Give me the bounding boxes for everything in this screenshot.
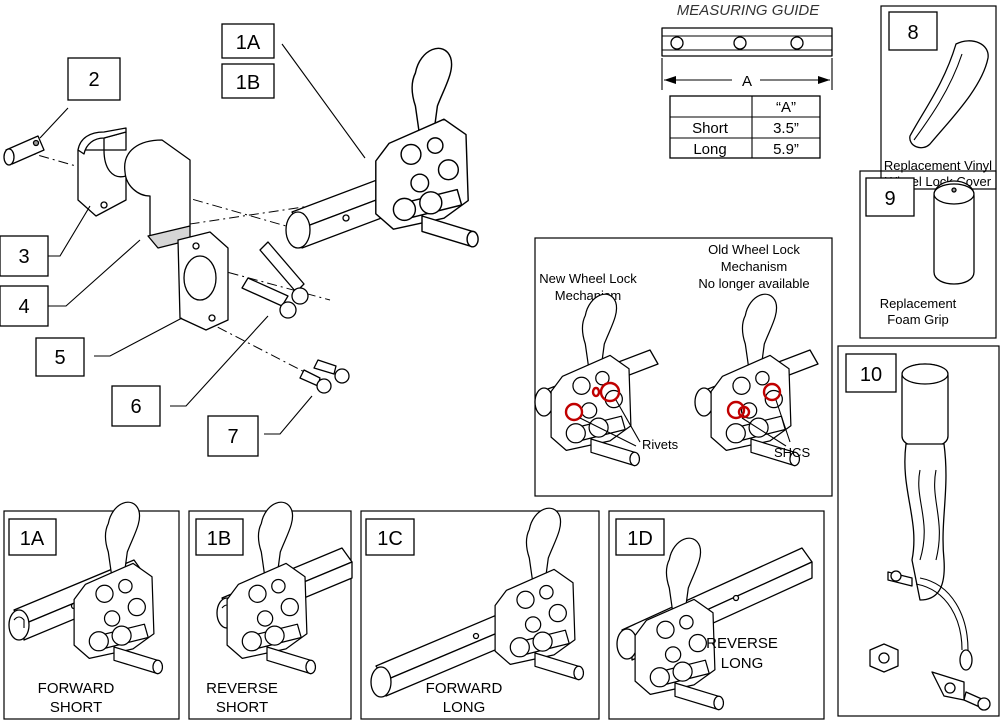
svg-text:8: 8 — [907, 22, 918, 44]
svg-text:1B: 1B — [207, 528, 231, 550]
svg-text:5.9”: 5.9” — [773, 141, 799, 158]
svg-text:2: 2 — [88, 69, 99, 91]
svg-text:1C: 1C — [377, 528, 403, 550]
callout-1B: 1B — [221, 63, 275, 99]
svg-text:Replacement: Replacement — [880, 296, 957, 311]
svg-text:Mechanism: Mechanism — [721, 259, 787, 274]
callout-7: 7 — [207, 415, 259, 457]
svg-text:FORWARD: FORWARD — [426, 680, 503, 697]
svg-text:3.5”: 3.5” — [773, 120, 799, 137]
svg-text:6: 6 — [130, 396, 141, 418]
svg-text:SHORT: SHORT — [216, 699, 268, 716]
svg-text:1B: 1B — [236, 72, 260, 94]
svg-text:1A: 1A — [236, 32, 261, 54]
exploded-view — [3, 47, 479, 394]
svg-text:Rivets: Rivets — [642, 437, 679, 452]
screws-part-7 — [299, 359, 350, 394]
measure-table: “A” Short 3.5” Long 5.9” — [669, 95, 821, 159]
svg-text:No longer available: No longer available — [698, 276, 809, 291]
old-mechanism: SHCS — [694, 293, 819, 467]
variant-panel-1B: 1B REVERSE SHORT — [188, 501, 353, 720]
svg-text:FORWARD: FORWARD — [38, 680, 115, 697]
wheel-lock-assembly-part-1 — [285, 47, 479, 249]
screws-part-6 — [241, 241, 309, 319]
callout-1A: 1A — [221, 23, 275, 59]
variant-panel-1A: 1A FORWARD SHORT — [3, 501, 180, 720]
svg-text:SHCS: SHCS — [774, 445, 810, 460]
svg-text:Long: Long — [693, 141, 726, 158]
svg-text:REVERSE: REVERSE — [206, 680, 278, 697]
callout-2: 2 — [67, 57, 121, 101]
exploded-leaders — [39, 43, 366, 435]
svg-text:MEASURING GUIDE: MEASURING GUIDE — [677, 2, 821, 19]
callout-4: 4 — [0, 285, 49, 327]
callout-6: 6 — [111, 385, 161, 427]
svg-text:4: 4 — [18, 296, 29, 318]
svg-text:REVERSE: REVERSE — [706, 635, 778, 652]
panel-part-9: 9 Replacement Foam Grip — [859, 170, 997, 339]
variant-panel-1D: 1D REVERSE LONG — [608, 510, 825, 720]
svg-text:10: 10 — [860, 364, 882, 386]
svg-text:9: 9 — [884, 188, 895, 210]
callout-5: 5 — [35, 337, 85, 377]
svg-text:Short: Short — [692, 120, 729, 137]
panel-part-10: 10 — [837, 345, 1000, 717]
svg-text:3: 3 — [18, 246, 29, 268]
svg-text:New Wheel Lock: New Wheel Lock — [539, 271, 637, 286]
pin-part-2 — [3, 135, 45, 166]
svg-text:Replacement Vinyl: Replacement Vinyl — [884, 158, 992, 173]
svg-text:Old Wheel Lock: Old Wheel Lock — [708, 242, 800, 257]
mount-block-part-5 — [177, 231, 229, 331]
svg-text:“A”: “A” — [776, 99, 796, 116]
clamp-half-part-3 — [77, 127, 127, 217]
svg-text:7: 7 — [227, 426, 238, 448]
svg-text:LONG: LONG — [721, 655, 764, 672]
callout-3: 3 — [0, 235, 49, 277]
svg-text:1A: 1A — [20, 528, 45, 550]
svg-text:5: 5 — [54, 347, 65, 369]
svg-text:SHORT: SHORT — [50, 699, 102, 716]
clamp-body-part-4 — [124, 139, 191, 249]
svg-text:1D: 1D — [627, 528, 653, 550]
variant-panel-1C: 1C FORWARD LONG — [360, 507, 600, 720]
svg-text:LONG: LONG — [443, 699, 486, 716]
svg-text:Foam Grip: Foam Grip — [887, 312, 948, 327]
measuring-guide: MEASURING GUIDE A “A” Short 3.5” Long 5.… — [661, 2, 833, 159]
new-mechanism: Rivets — [534, 293, 679, 467]
mechanism-compare-panel: New Wheel Lock Mechanism Old Wheel Lock … — [534, 237, 833, 497]
dimension-label: A — [742, 73, 752, 90]
panel-part-8: 8 Replacement Vinyl Wheel Lock Cover — [880, 5, 997, 190]
